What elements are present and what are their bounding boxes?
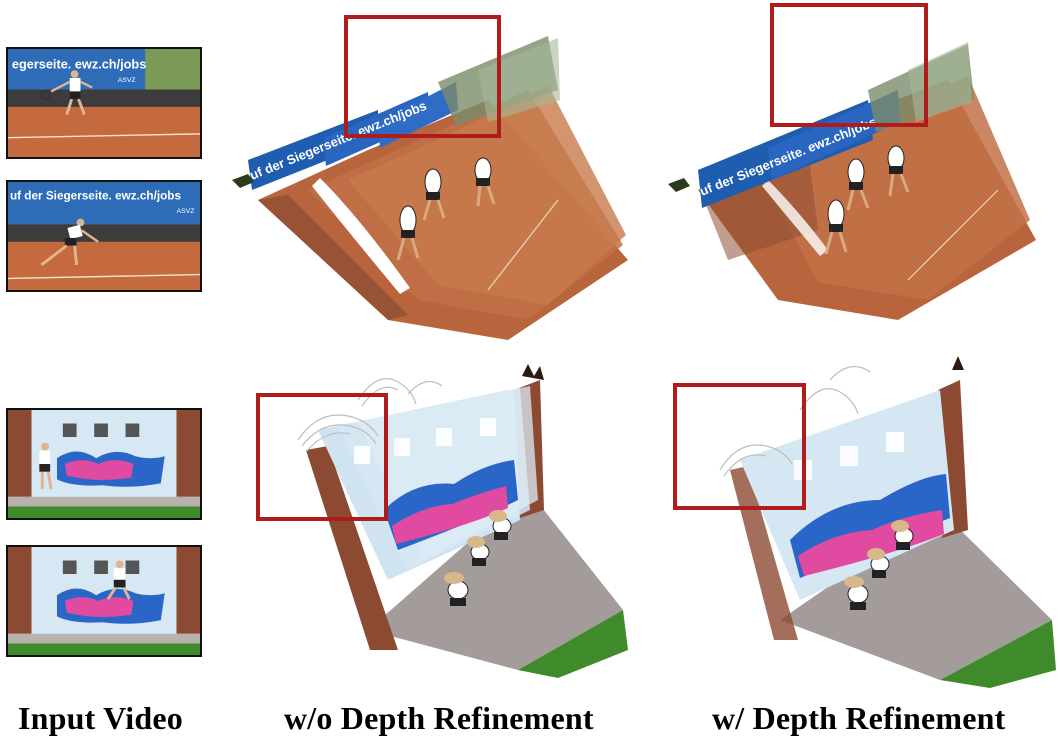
input-frame-tennis-2: uf der Siegerseite. ewz.ch/jobs ASVZ xyxy=(6,180,202,292)
banner-text-2: uf der Siegerseite. ewz.ch/jobs xyxy=(10,189,181,202)
highlight-box-tennis-without xyxy=(344,15,501,138)
caption-without-depth-refinement: w/o Depth Refinement xyxy=(284,700,594,736)
highlight-box-graffiti-with xyxy=(673,383,806,510)
recon-graffiti-with-refinement xyxy=(690,350,1058,690)
input-frame-tennis-1: egerseite. ewz.ch/jobs ASVZ xyxy=(6,47,202,159)
input-frame-graffiti-1 xyxy=(6,408,202,520)
input-frame-graffiti-2 xyxy=(6,545,202,657)
highlight-box-graffiti-without xyxy=(256,393,388,521)
banner-tag-2: ASVZ xyxy=(176,208,194,215)
caption-with-depth-refinement: w/ Depth Refinement xyxy=(712,700,1006,736)
highlight-box-tennis-with xyxy=(770,3,928,127)
banner-text-1: egerseite. ewz.ch/jobs xyxy=(12,57,146,71)
caption-input-video: Input Video xyxy=(18,700,183,736)
banner-tag-1: ASVZ xyxy=(118,77,136,84)
recon-tennis-without-refinement: uf der Siegerseite. ewz.ch/jobs xyxy=(228,30,638,350)
